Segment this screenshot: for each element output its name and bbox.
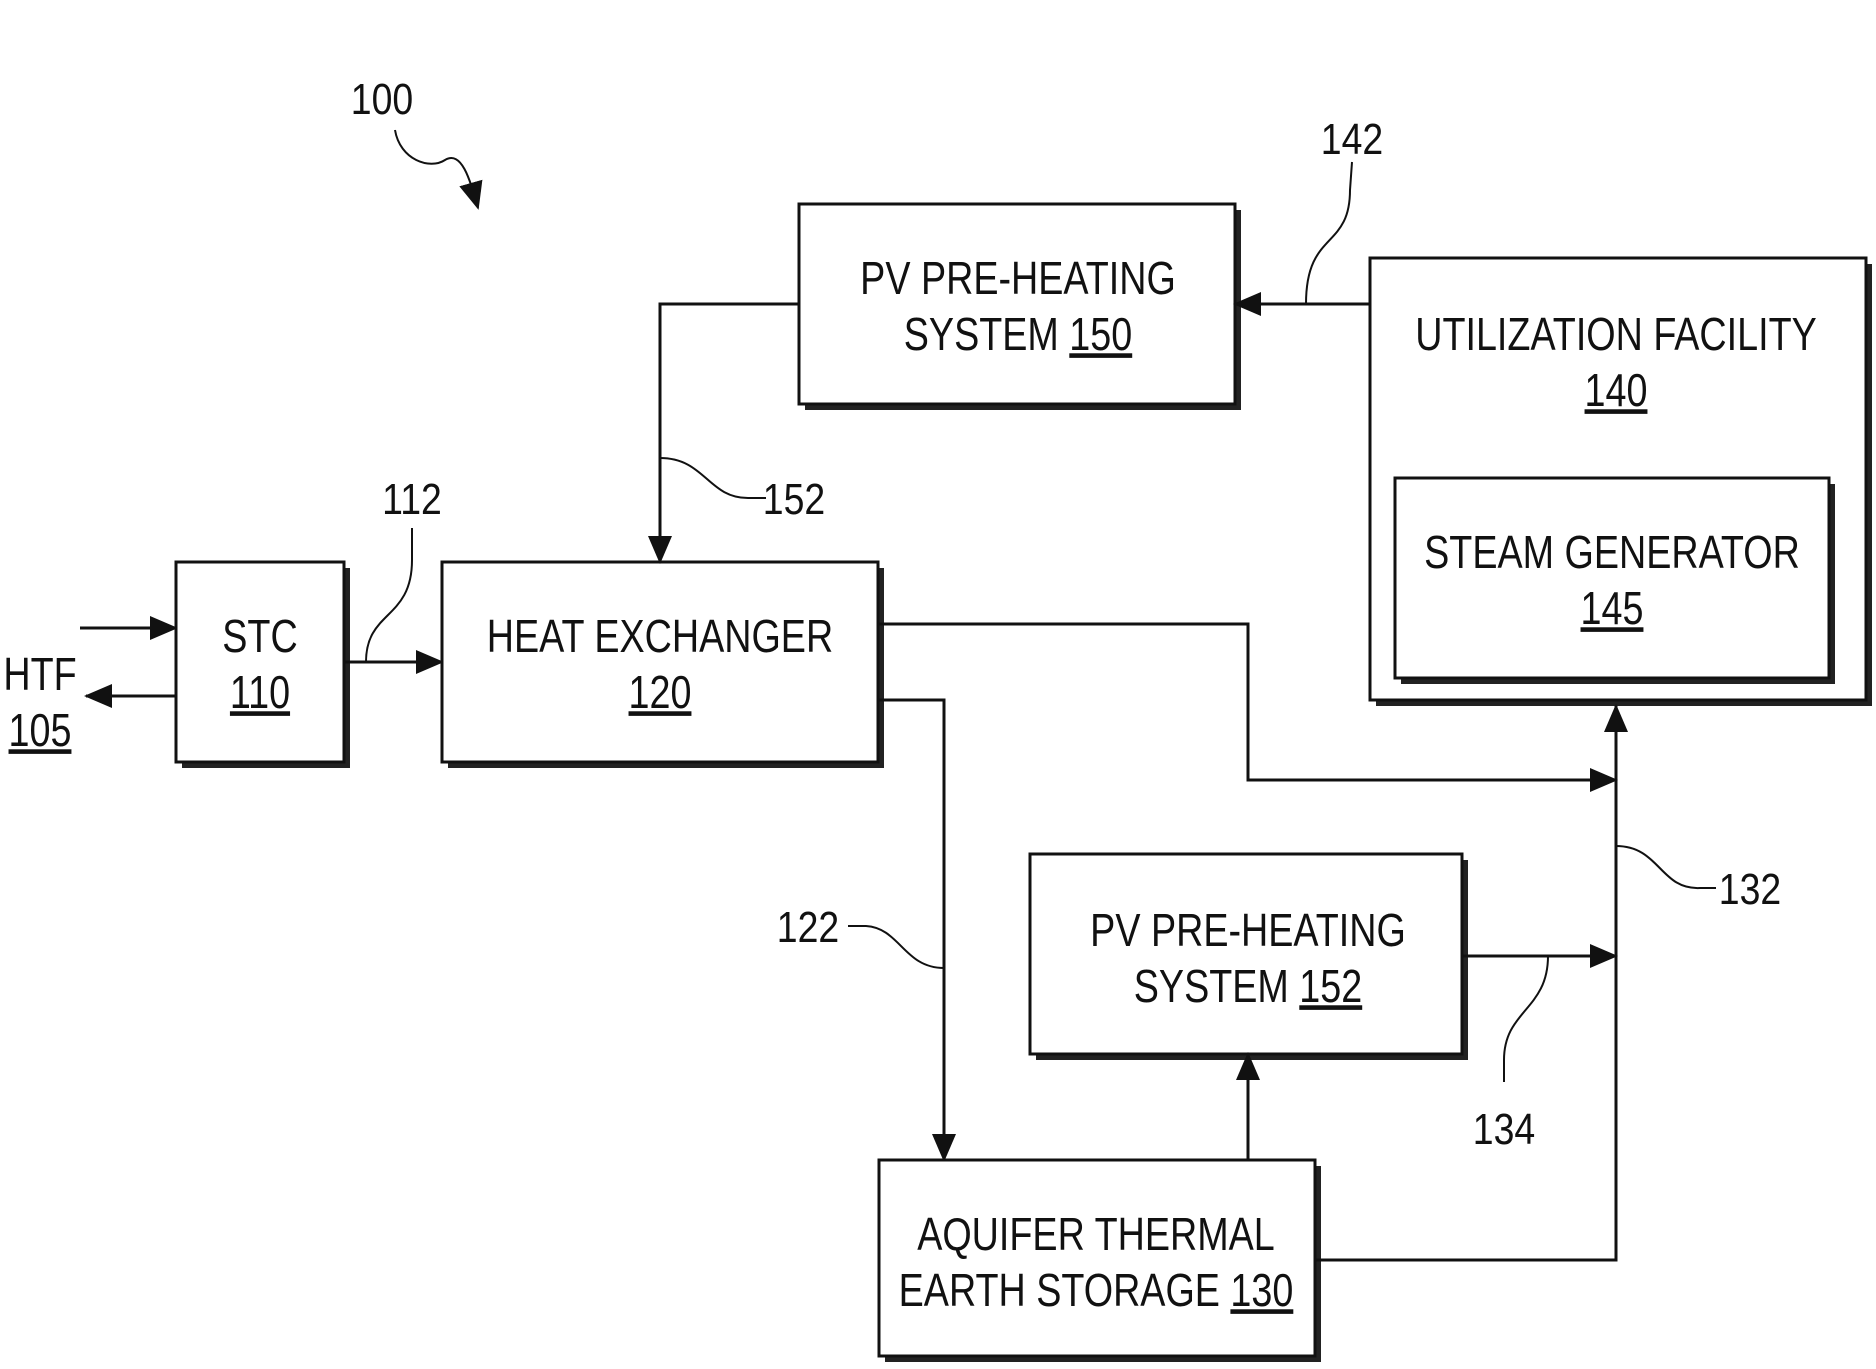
flow-112-label: 112 (382, 474, 442, 524)
flow-112-leader (366, 528, 412, 662)
steam-generator-block: STEAM GENERATOR 145 (1395, 478, 1835, 684)
flow-134-label: 134 (1473, 1104, 1535, 1154)
flow-122-leader (848, 926, 944, 968)
flow-132-leader (1616, 846, 1716, 888)
stc-block: STC 110 (176, 562, 350, 768)
figure-ref-arrow (395, 130, 478, 208)
heat-exchanger-name: HEAT EXCHANGER (487, 610, 833, 661)
utilization-name: UTILIZATION FACILITY (1415, 308, 1817, 359)
htf-label: HTF (3, 648, 76, 699)
heat-exchanger-block: HEAT EXCHANGER 120 (442, 562, 884, 768)
ates-line2: EARTH STORAGE 130 (899, 1264, 1294, 1315)
flow-142-leader (1306, 162, 1352, 304)
flow-142-label: 142 (1321, 114, 1383, 164)
flow-134-leader (1504, 956, 1548, 1082)
steam-generator-ref: 145 (1581, 582, 1644, 633)
pv150-line2: SYSTEM 150 (904, 308, 1132, 359)
flow-152-leader (660, 458, 766, 498)
pv-preheating-152-block: PV PRE-HEATING SYSTEM 152 (1030, 854, 1468, 1060)
pv152-line1: PV PRE-HEATING (1090, 904, 1406, 955)
flow-152-label: 152 (763, 474, 825, 524)
stc-ref: 110 (230, 666, 290, 717)
stc-name: STC (222, 610, 297, 661)
flow-122-label: 122 (777, 902, 839, 952)
ates-line1: AQUIFER THERMAL (917, 1208, 1275, 1259)
flow-132-label: 132 (1719, 864, 1781, 914)
pv150-ref: 150 (1069, 308, 1132, 359)
utilization-ref: 140 (1585, 364, 1648, 415)
heat-exchanger-ref: 120 (629, 666, 692, 717)
flow-122-arrow (878, 700, 944, 1160)
pv150-line1: PV PRE-HEATING (860, 252, 1176, 303)
ates-ref: 130 (1230, 1264, 1293, 1315)
figure-ref-label: 100 (351, 74, 413, 124)
steam-generator-name: STEAM GENERATOR (1424, 526, 1800, 577)
pv152-line2: SYSTEM 152 (1134, 960, 1362, 1011)
pv152-ref: 152 (1299, 960, 1362, 1011)
htf-ref: 105 (9, 704, 72, 755)
ates-block: AQUIFER THERMAL EARTH STORAGE 130 (879, 1160, 1321, 1362)
pv-preheating-150-block: PV PRE-HEATING SYSTEM 150 (799, 204, 1241, 410)
